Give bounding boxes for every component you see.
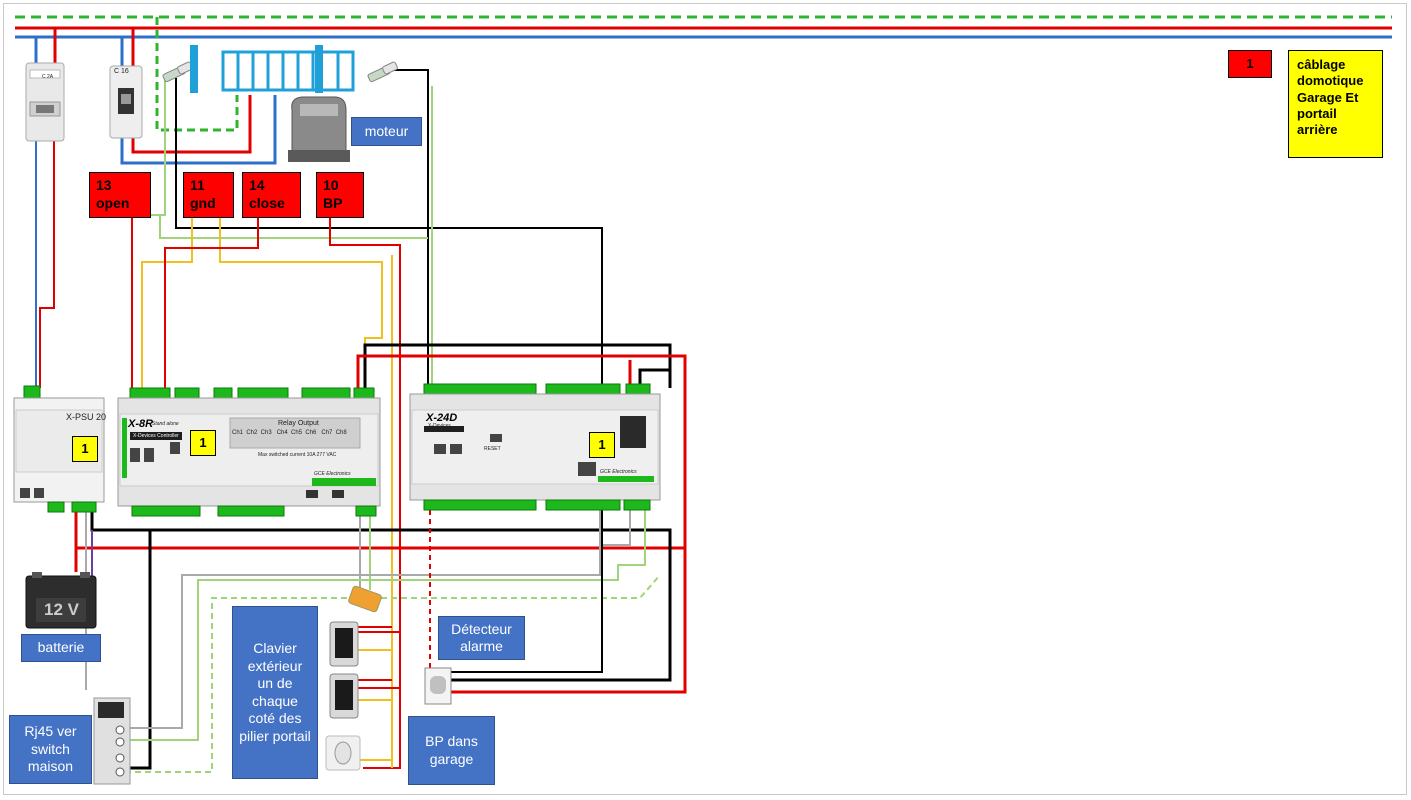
wire-motor-phase [131, 95, 252, 154]
wire-grey-x24d [125, 510, 601, 729]
x-8r-module [117, 387, 381, 517]
psu-badge: 1 [72, 436, 98, 462]
wire-green-x24d-bottom [125, 510, 646, 741]
x8r-controller: X-Devices Controller [133, 433, 179, 439]
wire-limit1-black [175, 78, 603, 388]
x8r-subtitle: Stand alone [152, 421, 179, 427]
wire-x24d-black [638, 368, 670, 388]
gate-motor-icon [288, 96, 350, 162]
push-button-icon [325, 735, 361, 771]
legend-number: 1 [1228, 50, 1272, 78]
wire-motor-earth [155, 17, 239, 132]
wire-bp [329, 218, 401, 769]
label-moteur: moteur [351, 117, 422, 146]
label-gnd: 11 gnd [183, 172, 234, 218]
breaker-c16 [109, 65, 143, 139]
x8r-max-current: Max switched current 10A 277 VAC [258, 452, 337, 458]
wire-x24d-grey-loop [599, 510, 631, 546]
wire-power-red-top [356, 354, 687, 694]
motion-detector-icon [424, 667, 452, 705]
x24d-name: X-24D [426, 412, 458, 424]
wire-green-x24d [159, 215, 428, 239]
label-batterie: batterie [21, 634, 101, 662]
limit-switch-left-icon [162, 61, 193, 83]
x8r-brand: GCE Electronics [314, 471, 351, 477]
keypad-2-icon [329, 673, 359, 719]
limit-switch-right-icon [367, 61, 398, 83]
canvas-frame [3, 3, 1407, 795]
wire-battery-black-bus [90, 508, 672, 682]
battery-text: 12 V [44, 600, 79, 619]
x-24d-module [409, 383, 661, 511]
rj45-terminal-icon [93, 697, 131, 785]
x8r-badge: 1 [190, 430, 216, 456]
breaker1-text: C 2A [42, 74, 54, 80]
label-open: 13 open [89, 172, 151, 218]
wire-keypad-taps [358, 626, 400, 689]
label-bp-garage: BP dans garage [408, 716, 495, 785]
wire-power-black-top [363, 343, 672, 388]
x24d-subtitle: X-Devices [428, 423, 451, 429]
breaker-c2a [25, 62, 65, 142]
label-bp: 10 BP [316, 172, 364, 218]
wire-connector-icon [348, 585, 382, 613]
x24d-reset: RESET [484, 446, 501, 452]
label-close: 14 close [242, 172, 301, 218]
keypad-1-icon [329, 621, 359, 667]
battery-12v-icon [25, 572, 97, 629]
wire-rj45-black [125, 530, 152, 770]
sliding-gate-icon [221, 45, 355, 93]
breaker2-text: C 16 [114, 68, 129, 75]
x8r-channels: Ch1 Ch2 Ch3 Ch4 Ch5 Ch6 Ch7 Ch8 [232, 430, 347, 436]
wire-limit1-green [148, 78, 166, 216]
wire-keypad-yellow-taps [358, 649, 392, 701]
wire-detector-black [450, 510, 603, 673]
label-detecteur: Détecteur alarme [438, 616, 525, 660]
wire-motor-neutral [120, 95, 277, 165]
x8r-relay-output: Relay Output [278, 420, 319, 427]
gate-post-icon [190, 45, 198, 93]
label-clavier: Clavier extérieur un de chaque coté des … [232, 606, 318, 779]
psu-name: X-PSU 20 [66, 412, 107, 422]
label-rj45: Rj45 ver switch maison [9, 715, 92, 784]
wire-psu-phase [39, 140, 55, 388]
wire-green-dashed [125, 574, 661, 773]
x8r-name: X-8R [128, 418, 154, 430]
x24d-brand: GCE Electronics [600, 469, 637, 475]
wire-close [164, 218, 259, 388]
legend-text: câblage domotique Garage Et portail arri… [1288, 50, 1383, 158]
x24d-badge: 1 [589, 432, 615, 458]
wire-gnd-yellow [141, 218, 193, 388]
